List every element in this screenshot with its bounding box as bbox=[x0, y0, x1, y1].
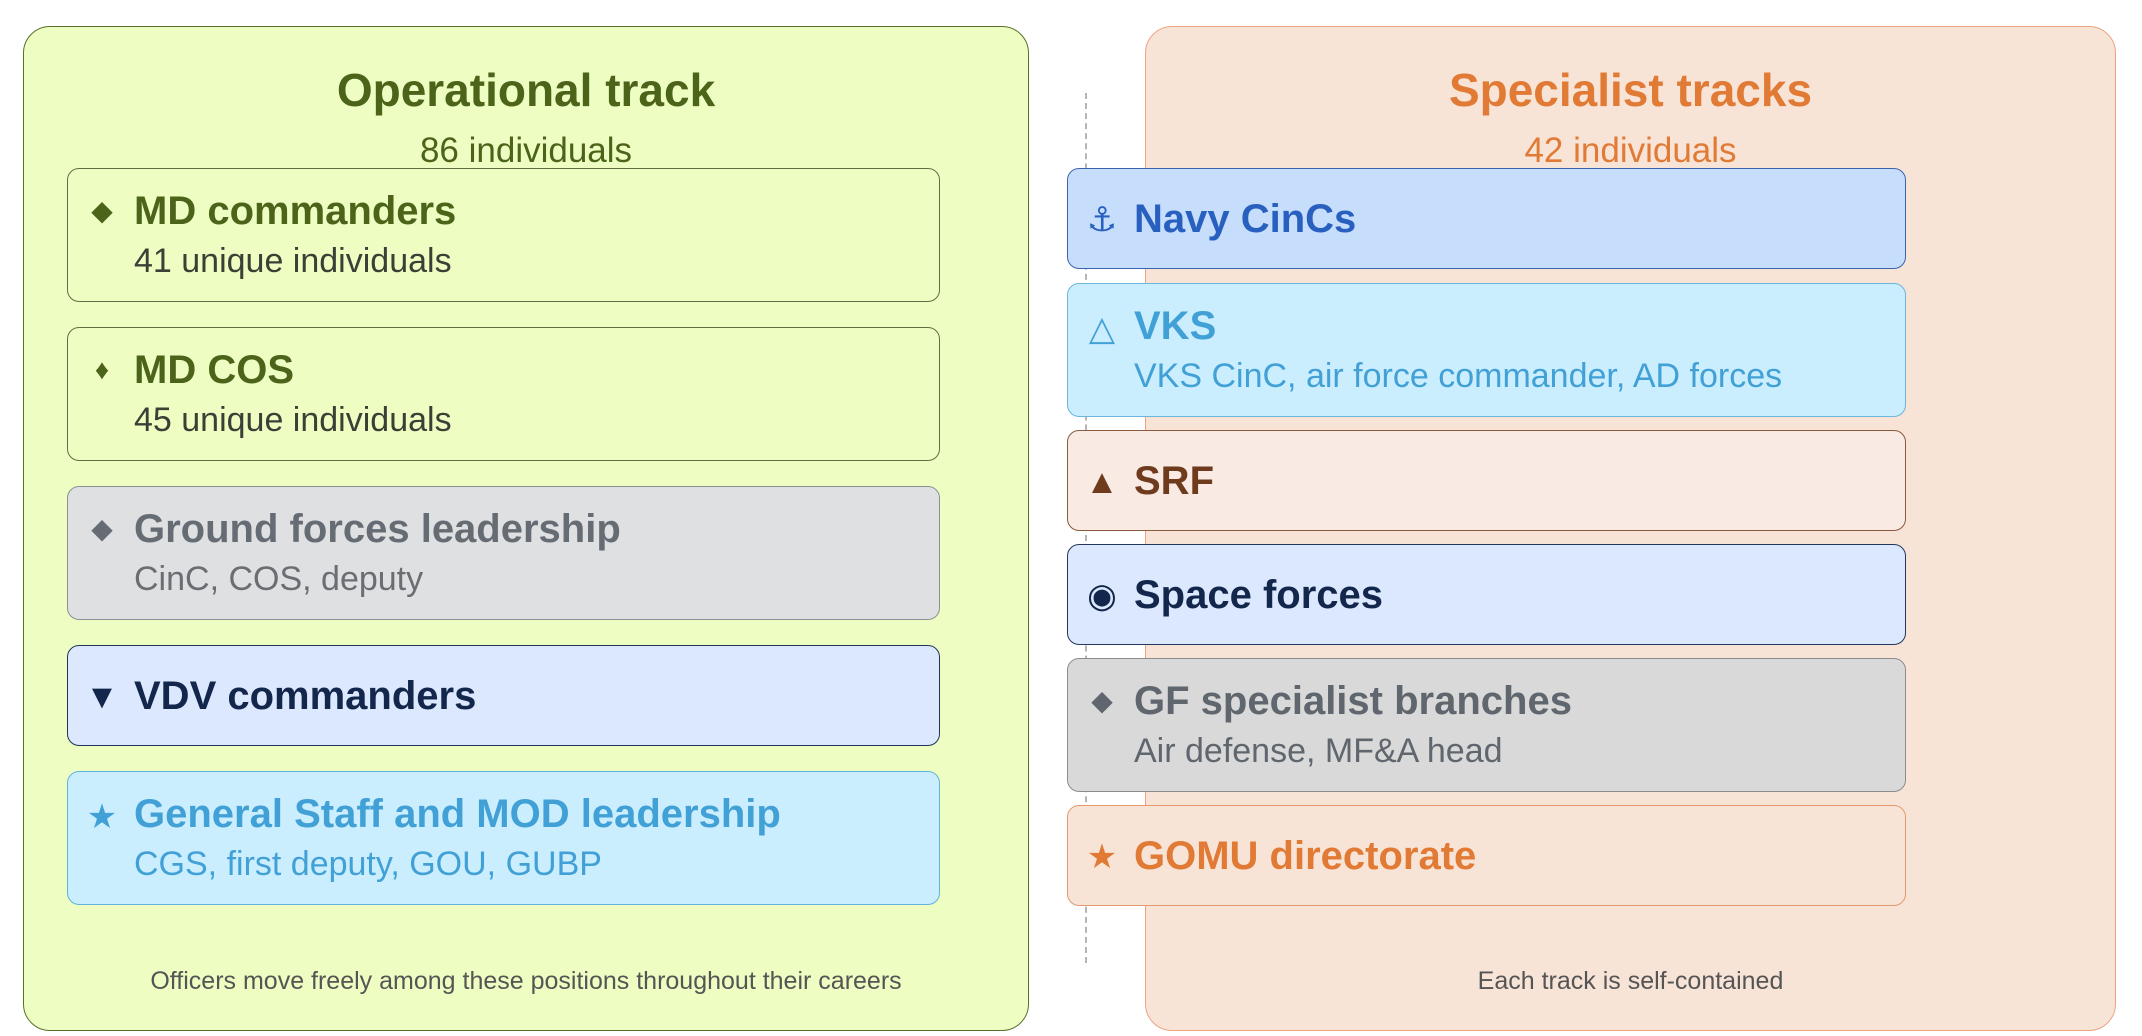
card-title: SRF bbox=[1134, 458, 1214, 503]
operational-track-title: Operational track bbox=[336, 64, 716, 116]
up-triangle-icon: ▲ bbox=[1085, 462, 1119, 501]
outline-triangle-icon: △ bbox=[1088, 310, 1116, 348]
star-icon: ★ bbox=[86, 798, 118, 836]
specialist-tracks-count: 42 individuals bbox=[1524, 131, 1737, 170]
gray-diamond-icon: ◆ bbox=[1091, 685, 1113, 716]
operational-track-count: 86 individuals bbox=[419, 131, 633, 170]
card-title: Navy CinCs bbox=[1134, 196, 1357, 241]
card-title: GF specialist branches bbox=[1134, 679, 1572, 723]
down-triangle-icon: ▼ bbox=[85, 677, 119, 716]
card-title: MD COS bbox=[134, 348, 294, 392]
card-title: GOMU directorate bbox=[1134, 833, 1477, 878]
card-subtitle: VKS CinC, air force commander, AD forces bbox=[1134, 357, 1783, 395]
gray-diamond-icon: ◆ bbox=[91, 513, 113, 544]
card-vdv-commanders: ▼ VDV commanders bbox=[67, 645, 940, 746]
bullseye-icon: ◉ bbox=[1087, 576, 1117, 615]
operational-track-note: Officers move freely among these positio… bbox=[150, 967, 902, 995]
card-subtitle: Air defense, MF&A head bbox=[1134, 732, 1503, 770]
card-md-commanders: ◆ MD commanders 41 unique individuals bbox=[67, 168, 940, 302]
card-subtitle: CGS, first deputy, GOU, GUBP bbox=[134, 845, 602, 883]
diamond-icon: ◆ bbox=[91, 195, 113, 226]
card-title: Space forces bbox=[1134, 572, 1384, 617]
card-navy-cincs: ⚓ Navy CinCs bbox=[1067, 168, 1906, 269]
card-title: MD commanders bbox=[134, 189, 457, 233]
card-gomu-directorate: ★ GOMU directorate bbox=[1067, 805, 1906, 906]
specialist-tracks-note: Each track is self-contained bbox=[1477, 967, 1784, 995]
card-vks: △ VKS VKS CinC, air force commander, AD fo… bbox=[1067, 283, 1906, 417]
card-srf: ▲ SRF bbox=[1067, 430, 1906, 531]
diamond-suit-icon: ♦ bbox=[94, 354, 110, 385]
star-icon: ★ bbox=[1086, 837, 1118, 876]
card-title: General Staff and MOD leadership bbox=[134, 792, 781, 836]
card-subtitle: CinC, COS, deputy bbox=[134, 560, 424, 598]
anchor-icon: ⚓ bbox=[1086, 200, 1118, 239]
card-title: VKS bbox=[1134, 304, 1217, 348]
card-subtitle: 45 unique individuals bbox=[134, 401, 452, 439]
card-md-cos: ♦ MD COS 45 unique individuals bbox=[67, 327, 940, 461]
card-title: VDV commanders bbox=[134, 673, 477, 718]
card-subtitle: 41 unique individuals bbox=[134, 242, 452, 280]
card-title: Ground forces leadership bbox=[134, 507, 621, 551]
specialist-tracks-title: Specialist tracks bbox=[1448, 64, 1813, 116]
card-space-forces: ◉ Space forces bbox=[1067, 544, 1906, 645]
